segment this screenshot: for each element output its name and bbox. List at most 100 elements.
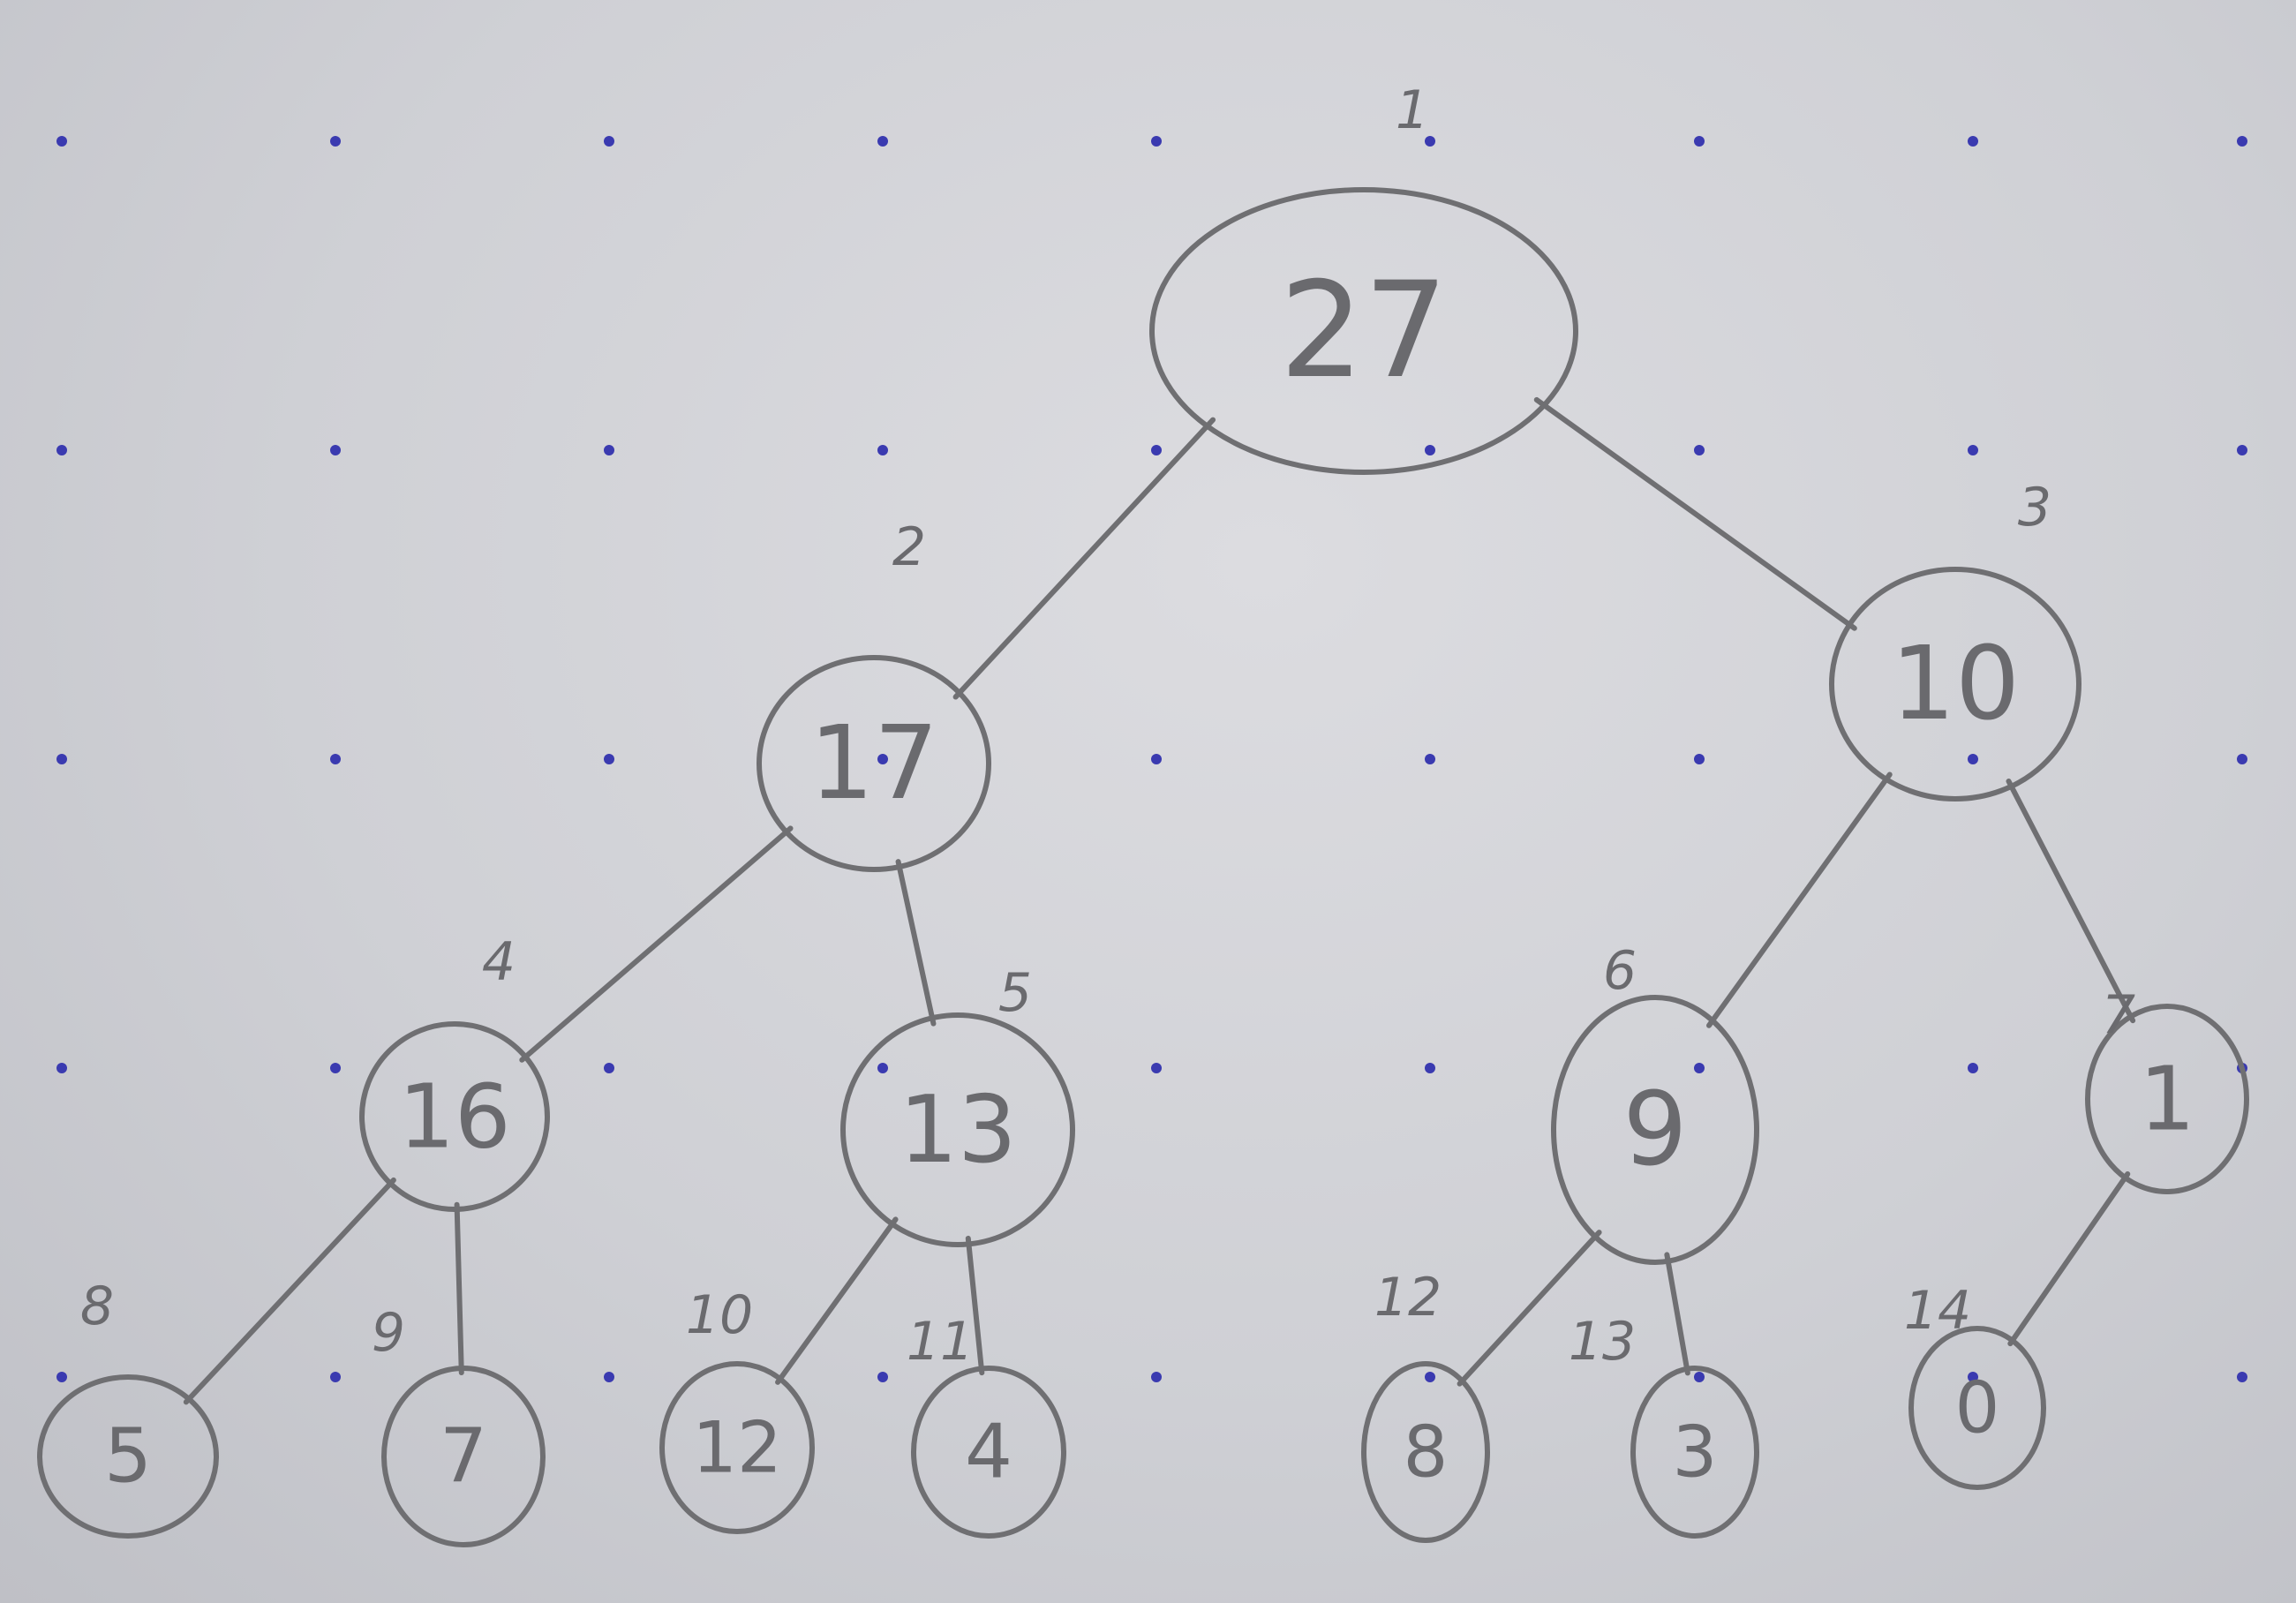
node-circle: [1630, 1366, 1759, 1539]
tree-node-2: 172: [757, 516, 991, 872]
tree-node-4: 16 4: [359, 931, 550, 1212]
grid-dot: [877, 1063, 888, 1073]
tree-edge-2-5: [895, 859, 937, 1027]
grid-dot: [1968, 1063, 1978, 1073]
tree-edge-3-6: [1706, 771, 1893, 1028]
node-value: 16: [398, 1065, 510, 1169]
tree-node-10: 12 10: [659, 1284, 815, 1534]
tree-node-3: 10 3: [1829, 477, 2081, 802]
grid-dot: [1968, 754, 1978, 764]
node-circle: [359, 1021, 550, 1212]
grid-dot: [1694, 1372, 1705, 1382]
node-index-label: 7: [2102, 984, 2135, 1046]
grid-dot: [330, 1063, 341, 1073]
tree-edge-1-2: [952, 417, 1216, 700]
node-circle: [1361, 1361, 1490, 1543]
grid-dot: [330, 754, 341, 764]
grid-dot: [1151, 1372, 1162, 1382]
tree-node-11: 4 11: [907, 1311, 1066, 1539]
node-value: 3: [1673, 1411, 1718, 1494]
grid-dot: [330, 1372, 341, 1382]
tree-node-13: 3 13: [1569, 1311, 1759, 1539]
grid-dot: [1151, 754, 1162, 764]
node-value: 12: [692, 1407, 782, 1489]
node-value: 0: [1955, 1367, 2000, 1449]
node-value: 9: [1622, 1071, 1687, 1189]
grid-dot: [877, 1372, 888, 1382]
node-circle: [659, 1361, 815, 1534]
grid-dot: [877, 445, 888, 455]
tree-edge-6-13: [1664, 1252, 1690, 1376]
grid-dot: [877, 136, 888, 147]
node-index-label: 4: [482, 931, 516, 993]
node-index-label: 9: [372, 1302, 405, 1364]
grid-dot: [1694, 1063, 1705, 1073]
grid-dot: [1425, 136, 1435, 147]
grid-dot: [56, 1063, 67, 1073]
node-circle: [1908, 1326, 2046, 1490]
grid-dot: [56, 136, 67, 147]
node-circle: [1551, 995, 1759, 1265]
grid-dot: [1968, 1372, 1978, 1382]
grid-dot: [2237, 754, 2247, 764]
grid-dot: [1151, 136, 1162, 147]
node-index-label: 3: [2018, 477, 2051, 538]
grid-dot: [56, 754, 67, 764]
grid-dot: [330, 136, 341, 147]
node-circle: [757, 655, 991, 872]
tree-edges: [183, 396, 2136, 1405]
tree-edge-4-9: [454, 1201, 464, 1376]
grid-dot: [1425, 445, 1435, 455]
node-value: 1: [2139, 1048, 2195, 1151]
grid-dot: [2237, 445, 2247, 455]
node-circle: [911, 1366, 1066, 1539]
node-index-label: 8: [80, 1276, 114, 1337]
tree-node-8: 58: [37, 1276, 219, 1539]
grid-dot: [330, 445, 341, 455]
grid-dot: [1425, 1372, 1435, 1382]
grid-dot: [1425, 754, 1435, 764]
tree-edge-5-11: [965, 1235, 985, 1376]
grid-dot: [1968, 445, 1978, 455]
grid-dot: [2237, 136, 2247, 147]
node-value: 13: [899, 1076, 1017, 1184]
node-circle: [381, 1366, 546, 1547]
node-index-label: 10: [686, 1284, 753, 1346]
grid-dot: [2237, 1372, 2247, 1382]
node-value: 4: [965, 1409, 1012, 1496]
tree-edge-7-14: [2007, 1170, 2131, 1347]
node-circle: [37, 1374, 219, 1539]
node-circle: [840, 1012, 1075, 1247]
tree-edge-1-3: [1533, 396, 1857, 631]
tree-edge-3-7: [2006, 778, 2136, 1024]
grid-dot: [604, 754, 614, 764]
node-index-label: 13: [1569, 1311, 1636, 1373]
grid-dot: [1151, 1063, 1162, 1073]
node-value: 17: [809, 704, 938, 823]
tree-edge-4-8: [183, 1177, 396, 1405]
tree-node-5: 13 5: [840, 962, 1075, 1247]
node-circle: [1149, 187, 1578, 475]
grid-dot: [56, 445, 67, 455]
node-value: 5: [104, 1413, 152, 1501]
grid-dot: [1968, 136, 1978, 147]
grid-dots: [56, 136, 2247, 1382]
tree-node-7: 17: [2085, 984, 2249, 1194]
grid-dot: [604, 1063, 614, 1073]
node-index-label: 14: [1904, 1280, 1971, 1342]
grid-dot: [1425, 1063, 1435, 1073]
node-index-label: 11: [907, 1311, 974, 1373]
tree-node-14: 014: [1904, 1280, 2046, 1490]
tree-edge-2-4: [519, 825, 794, 1063]
node-index-label: 5: [998, 962, 1032, 1024]
tree-edge-5-10: [775, 1216, 899, 1385]
grid-dot: [56, 1372, 67, 1382]
node-value: 27: [1280, 254, 1449, 408]
grid-dot: [604, 1372, 614, 1382]
tree-edge-6-12: [1457, 1230, 1602, 1387]
grid-dot: [1151, 445, 1162, 455]
node-circle: [1829, 567, 2081, 802]
node-value: 10: [1891, 625, 2020, 743]
